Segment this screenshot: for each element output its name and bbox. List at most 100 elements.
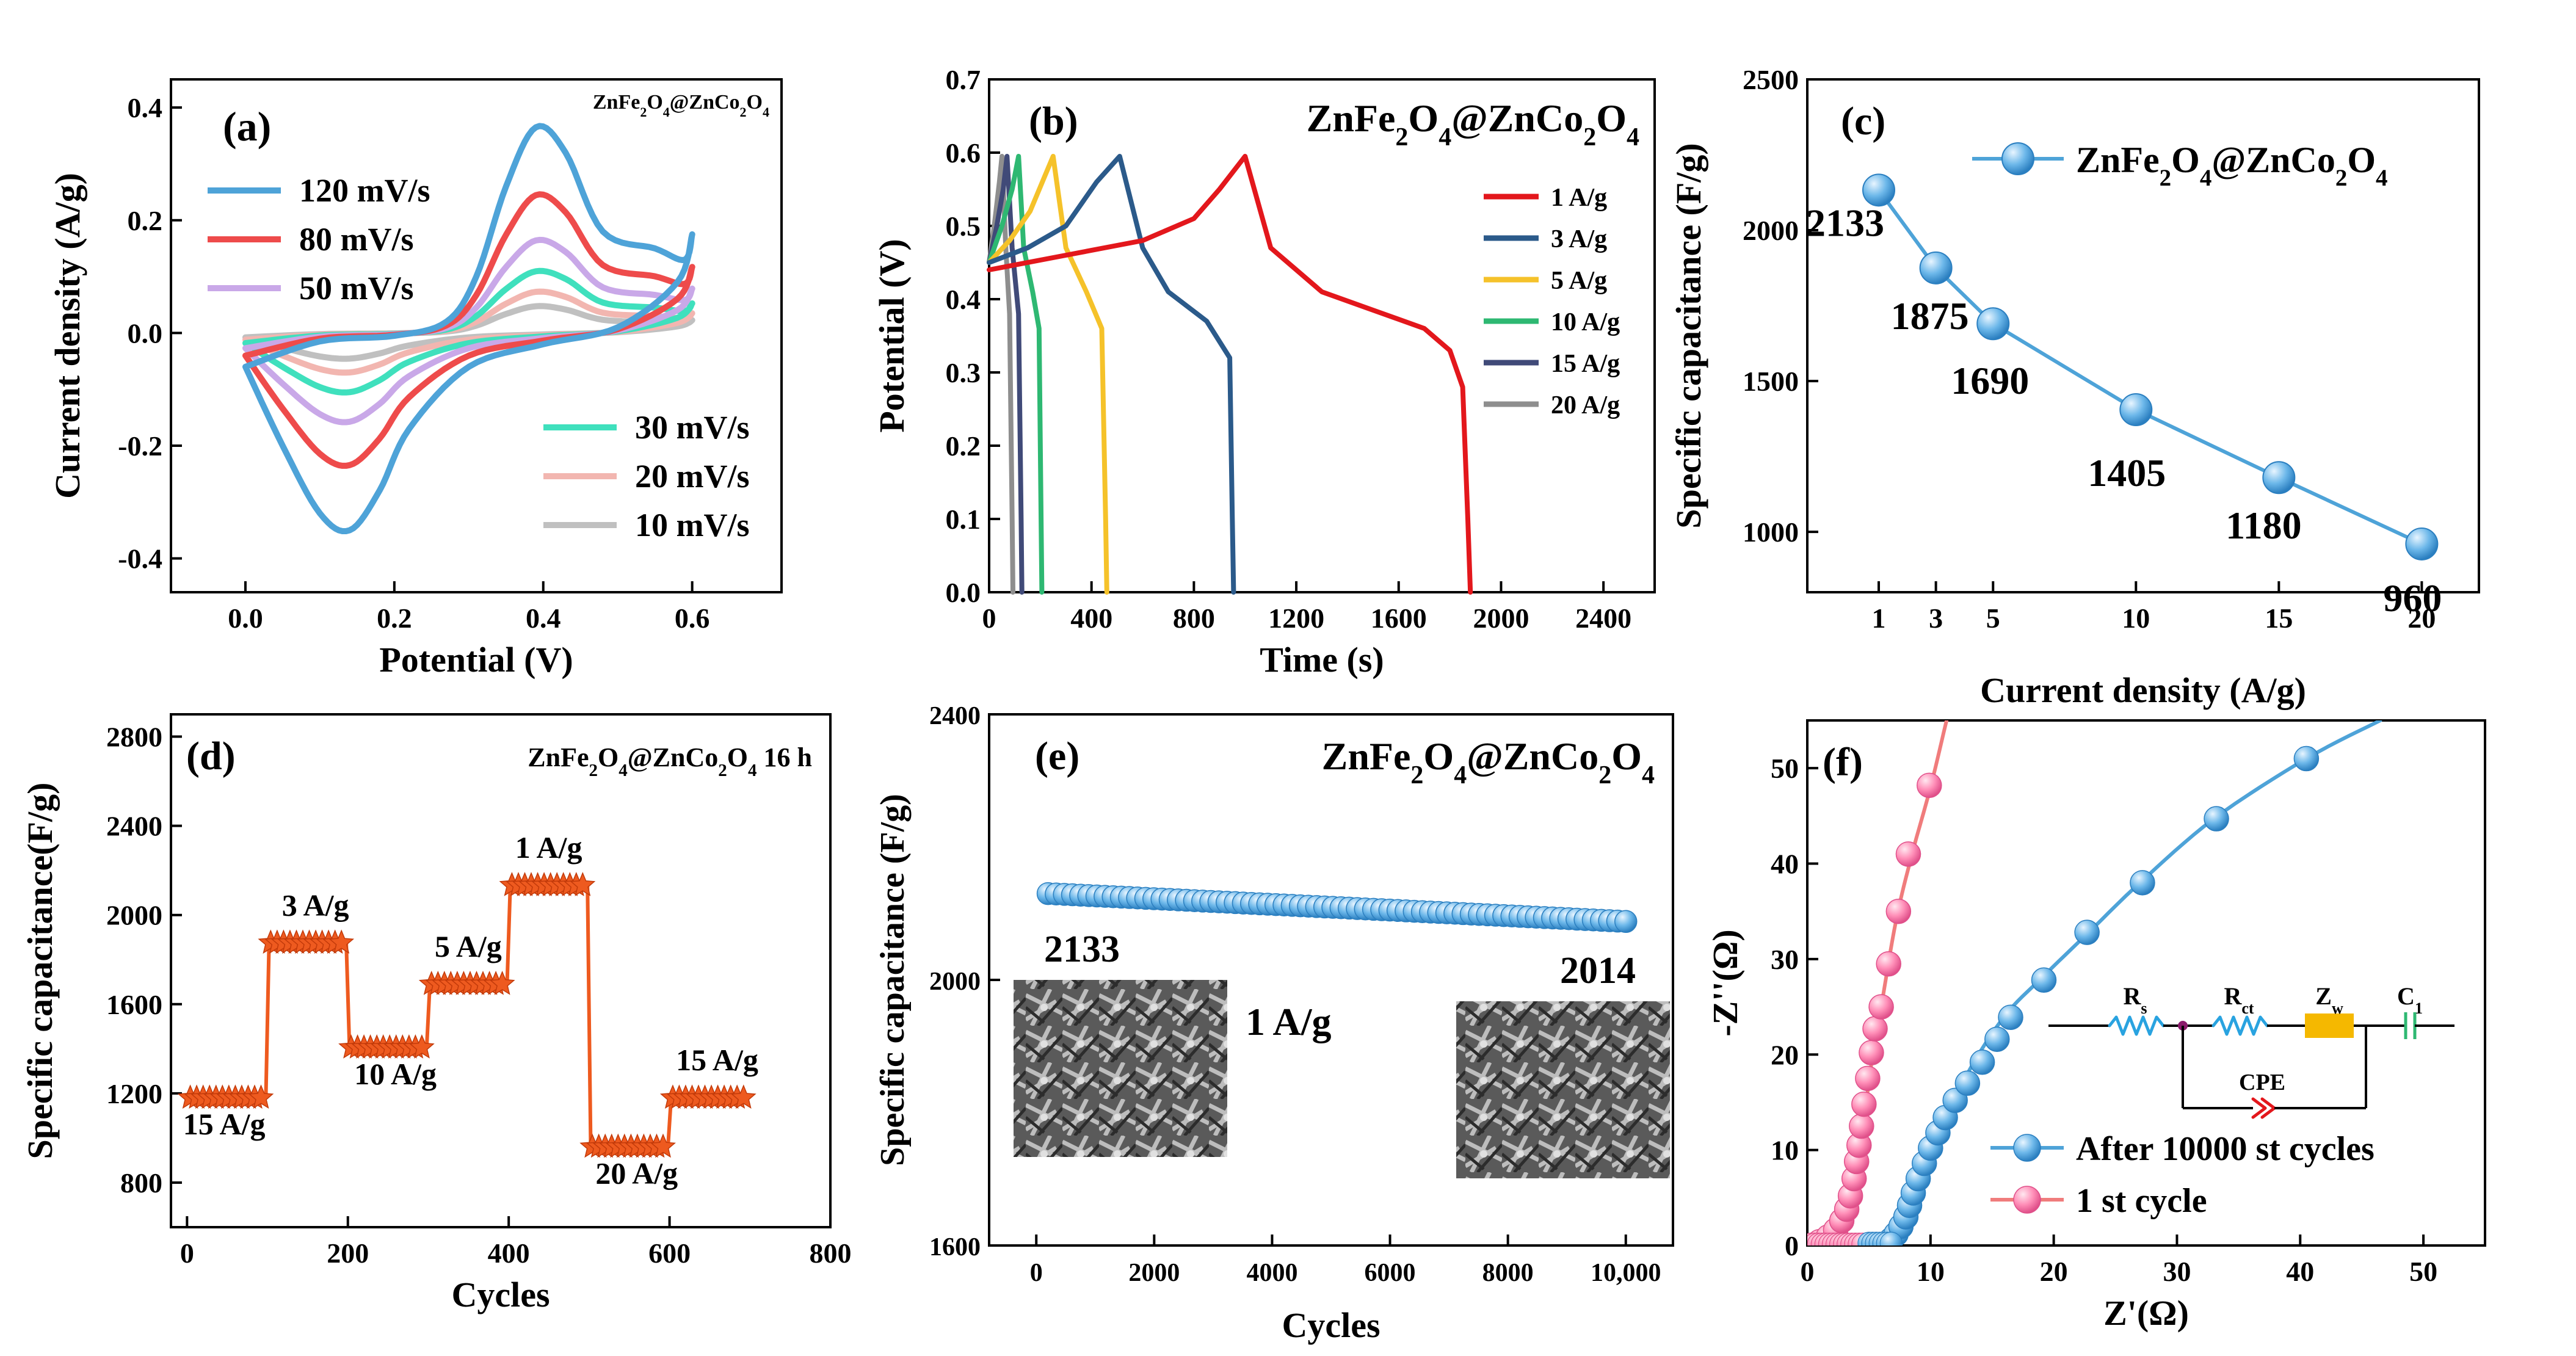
c-y-tick-label: 1500 [1743, 366, 1799, 397]
b-x-tick-label: 1200 [1268, 603, 1324, 634]
b-legend-label: 10 A/g [1551, 308, 1620, 336]
f-circuit-label-rs: Rs [2123, 982, 2147, 1017]
f-y-tick-label: 50 [1771, 753, 1799, 784]
f-data-point [2031, 967, 2057, 993]
d-y-tick-label: 1200 [106, 1078, 162, 1109]
b-legend-label: 1 A/g [1551, 184, 1607, 212]
d-y-tick-label: 800 [120, 1167, 162, 1198]
f-data-point [1954, 1070, 1981, 1096]
c-plot-frame [1806, 78, 2480, 593]
e-title: ZnFe2O4@ZnCo2O4 [1322, 734, 1655, 789]
f-data-point [1862, 1016, 1888, 1042]
d-data-point [489, 970, 515, 995]
f-legend-marker [2013, 1134, 2041, 1162]
c-y-tick-label: 1000 [1743, 517, 1799, 548]
d-data-point [409, 1034, 435, 1059]
d-plot-frame [170, 713, 832, 1228]
a-x-tick-label: 0.2 [377, 603, 412, 634]
e-annotation-end: 2014 [1560, 950, 1636, 992]
c-point-label: 1180 [2226, 504, 2301, 547]
d-segment-label: 1 A/g [515, 830, 582, 865]
a-legend-label: 80 mV/s [299, 221, 414, 258]
a-y-tick-label: -0.4 [118, 543, 162, 575]
b-x-tick-label: 400 [1070, 603, 1112, 634]
f-data-point [1942, 1087, 1968, 1114]
f-data-point [2293, 745, 2320, 772]
b-y-tick-label: 0.1 [946, 504, 981, 535]
d-series-line [187, 883, 750, 1149]
f-y-tick-label: 0 [1785, 1230, 1799, 1261]
a-series-80-mV-s [242, 191, 695, 469]
f-panel-label: (f) [1823, 740, 1863, 785]
d-x-axis-label: Cycles [451, 1275, 550, 1314]
f-data-point [2130, 870, 2155, 896]
b-legend-label: 3 A/g [1551, 225, 1607, 253]
b-legend-label: 20 A/g [1551, 391, 1620, 419]
b-series-5-A-g [987, 154, 1109, 595]
d-x-tick-label: 800 [810, 1238, 852, 1269]
a-series-120-mV-s [242, 123, 695, 534]
f-data-point [1868, 994, 1894, 1020]
b-x-tick-label: 1600 [1371, 603, 1427, 634]
c-point-label: 1875 [1891, 294, 1969, 338]
f-data-point [1876, 951, 1901, 977]
e-x-axis-label: Cycles [1282, 1305, 1380, 1345]
f-circuit-label-zw: Zw [2315, 982, 2343, 1017]
d-panel-label: (d) [186, 734, 236, 778]
c-y-axis-label: Specific capacitance (F/g) [1669, 143, 1708, 528]
b-y-tick-label: 0.6 [946, 137, 981, 169]
f-y-tick-label: 20 [1771, 1039, 1799, 1070]
f-data-point [1895, 841, 1921, 867]
a-panel-label: (a) [223, 103, 271, 150]
f-legend-marker [2013, 1186, 2041, 1214]
d-segment-label: 20 A/g [595, 1156, 678, 1191]
d-segment-label: 15 A/g [676, 1043, 758, 1077]
f-x-axis-label: Z'(Ω) [2103, 1293, 2189, 1333]
b-x-tick-label: 0 [982, 603, 996, 634]
f-data-point [1879, 1231, 1903, 1245]
a-title: ZnFe2O4@ZnCo2O4 [593, 91, 769, 120]
d-y-tick-label: 2400 [106, 811, 162, 842]
d-segment-label: 10 A/g [354, 1057, 437, 1091]
e-x-tick-label: 0 [1030, 1259, 1043, 1287]
e-x-tick-label: 4000 [1246, 1259, 1297, 1287]
b-panel-label: (b) [1029, 99, 1078, 143]
a-x-axis-label: Potential (V) [379, 640, 573, 680]
d-data-point [328, 929, 355, 954]
f-x-tick-label: 0 [1801, 1256, 1815, 1287]
b-x-axis-label: Time (s) [1260, 640, 1384, 680]
f-x-tick-label: 40 [2286, 1256, 2314, 1287]
f-x-tick-label: 50 [2409, 1256, 2437, 1287]
a-plot-frame [170, 78, 783, 593]
f-data-point [1859, 1040, 1884, 1065]
f-data-point [2204, 806, 2229, 832]
c-x-axis-label: Current density (A/g) [1980, 670, 2306, 710]
e-x-tick-label: 2000 [1128, 1259, 1180, 1287]
f-x-tick-label: 20 [2040, 1256, 2068, 1287]
a-series-50-mV-s [242, 236, 695, 426]
c-y-tick-label: 2000 [1743, 215, 1799, 246]
e-x-tick-label: 10,000 [1591, 1259, 1661, 1287]
a-series-30-mV-s [242, 267, 695, 396]
b-y-tick-label: 0.4 [946, 284, 981, 315]
f-plot-frame [1806, 719, 2486, 1247]
d-y-axis-label: Specific capacitance(F/g) [20, 783, 60, 1159]
a-y-tick-label: 0.2 [128, 205, 163, 236]
a-y-tick-label: 0.0 [128, 317, 163, 349]
d-y-tick-label: 2000 [106, 900, 162, 931]
f-data-point [1849, 1113, 1874, 1139]
c-x-tick-label: 1 [1872, 603, 1886, 634]
f-data-point [1969, 1050, 1995, 1075]
f-data-point [1855, 1065, 1881, 1092]
f-data-point [1917, 772, 1942, 799]
b-series-20-A-g [987, 154, 1015, 595]
f-x-tick-label: 10 [1917, 1256, 1945, 1287]
b-y-tick-label: 0.0 [946, 577, 981, 608]
c-point-label: 2133 [1806, 201, 1884, 244]
